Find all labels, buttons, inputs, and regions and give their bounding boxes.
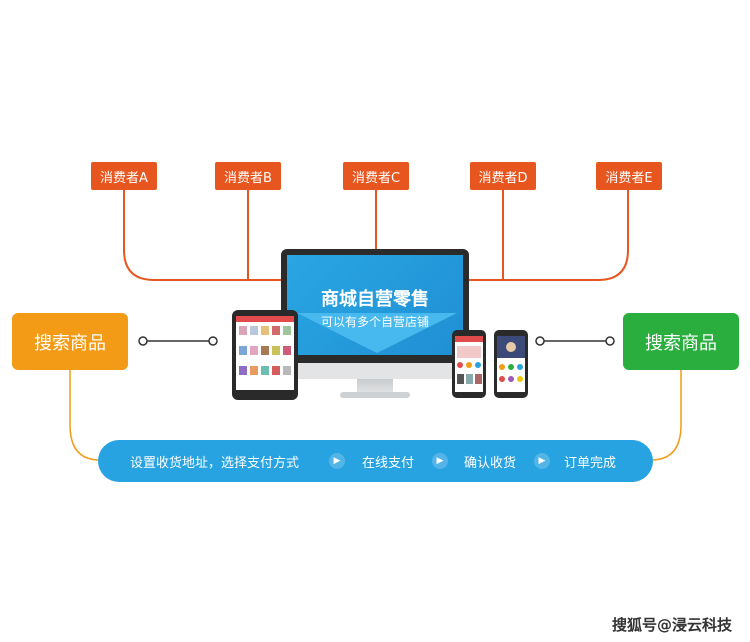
product-thumbnail: [283, 366, 291, 375]
right-flow-connector: [650, 370, 682, 461]
flow-step-order-complete: 订单完成: [564, 456, 617, 471]
phone-device-2: [494, 330, 528, 398]
product-thumbnail: [261, 366, 269, 375]
product-thumbnail: [239, 346, 247, 355]
product-thumbnail: [250, 326, 258, 335]
product-thumbnail: [283, 326, 291, 335]
consumer-b-box: 消费者B: [215, 162, 281, 190]
product-thumbnail: [272, 346, 280, 355]
monitor-stand-base: [340, 392, 410, 398]
consumer-e-box: 消费者E: [596, 162, 662, 190]
order-flow-bar: 设置收货地址，选择支付方式 ▶ 在线支付 ▶ 确认收货 ▶ 订单完成: [98, 440, 653, 482]
flow-step-address-payment: 设置收货地址，选择支付方式: [130, 456, 300, 471]
tablet-header-bar: [236, 316, 294, 322]
phone-2-screen: [497, 336, 525, 392]
tablet-screen: [236, 316, 294, 390]
screen-chevron-decoration: [297, 313, 457, 353]
consumer-a-box: 消费者A: [91, 162, 157, 190]
product-thumbnail: [272, 366, 280, 375]
phone-device-1: [452, 330, 486, 398]
consumer-c-box: 消费者C: [343, 162, 409, 190]
product-thumbnail: [261, 346, 269, 355]
consumer-connector-e: [469, 190, 629, 281]
flow-step-online-payment: 在线支付: [362, 456, 415, 471]
monitor-title: 商城自营零售: [321, 289, 429, 310]
product-thumbnail: [250, 346, 258, 355]
product-thumbnail: [283, 346, 291, 355]
search-products-left: 搜索商品: [12, 313, 128, 370]
tablet-device: [232, 310, 298, 400]
product-thumbnail: [239, 366, 247, 375]
phone-1-screen: [455, 336, 483, 392]
search-products-right: 搜索商品: [623, 313, 739, 370]
consumer-d-box: 消费者D: [470, 162, 536, 190]
chevron-right-icon: ▶: [432, 453, 448, 469]
flow-step-confirm-receipt: 确认收货: [464, 456, 517, 471]
watermark: 搜狐号@浸云科技: [612, 616, 733, 634]
product-thumbnail: [261, 326, 269, 335]
monitor-stand-neck: [357, 379, 393, 393]
left-flow-connector: [69, 370, 101, 461]
monitor-screen: 商城自营零售 可以有多个自营店铺: [287, 255, 463, 355]
monitor-subtitle: 可以有多个自营店铺: [320, 315, 429, 329]
product-thumbnail: [272, 326, 280, 335]
consumer-connector-a: [123, 190, 281, 281]
monitor-chin: [281, 363, 469, 379]
chevron-right-icon: ▶: [329, 453, 345, 469]
product-thumbnail: [250, 366, 258, 375]
desktop-monitor: 商城自营零售 可以有多个自营店铺: [281, 249, 469, 363]
product-thumbnail: [239, 326, 247, 335]
chevron-right-icon: ▶: [534, 453, 550, 469]
